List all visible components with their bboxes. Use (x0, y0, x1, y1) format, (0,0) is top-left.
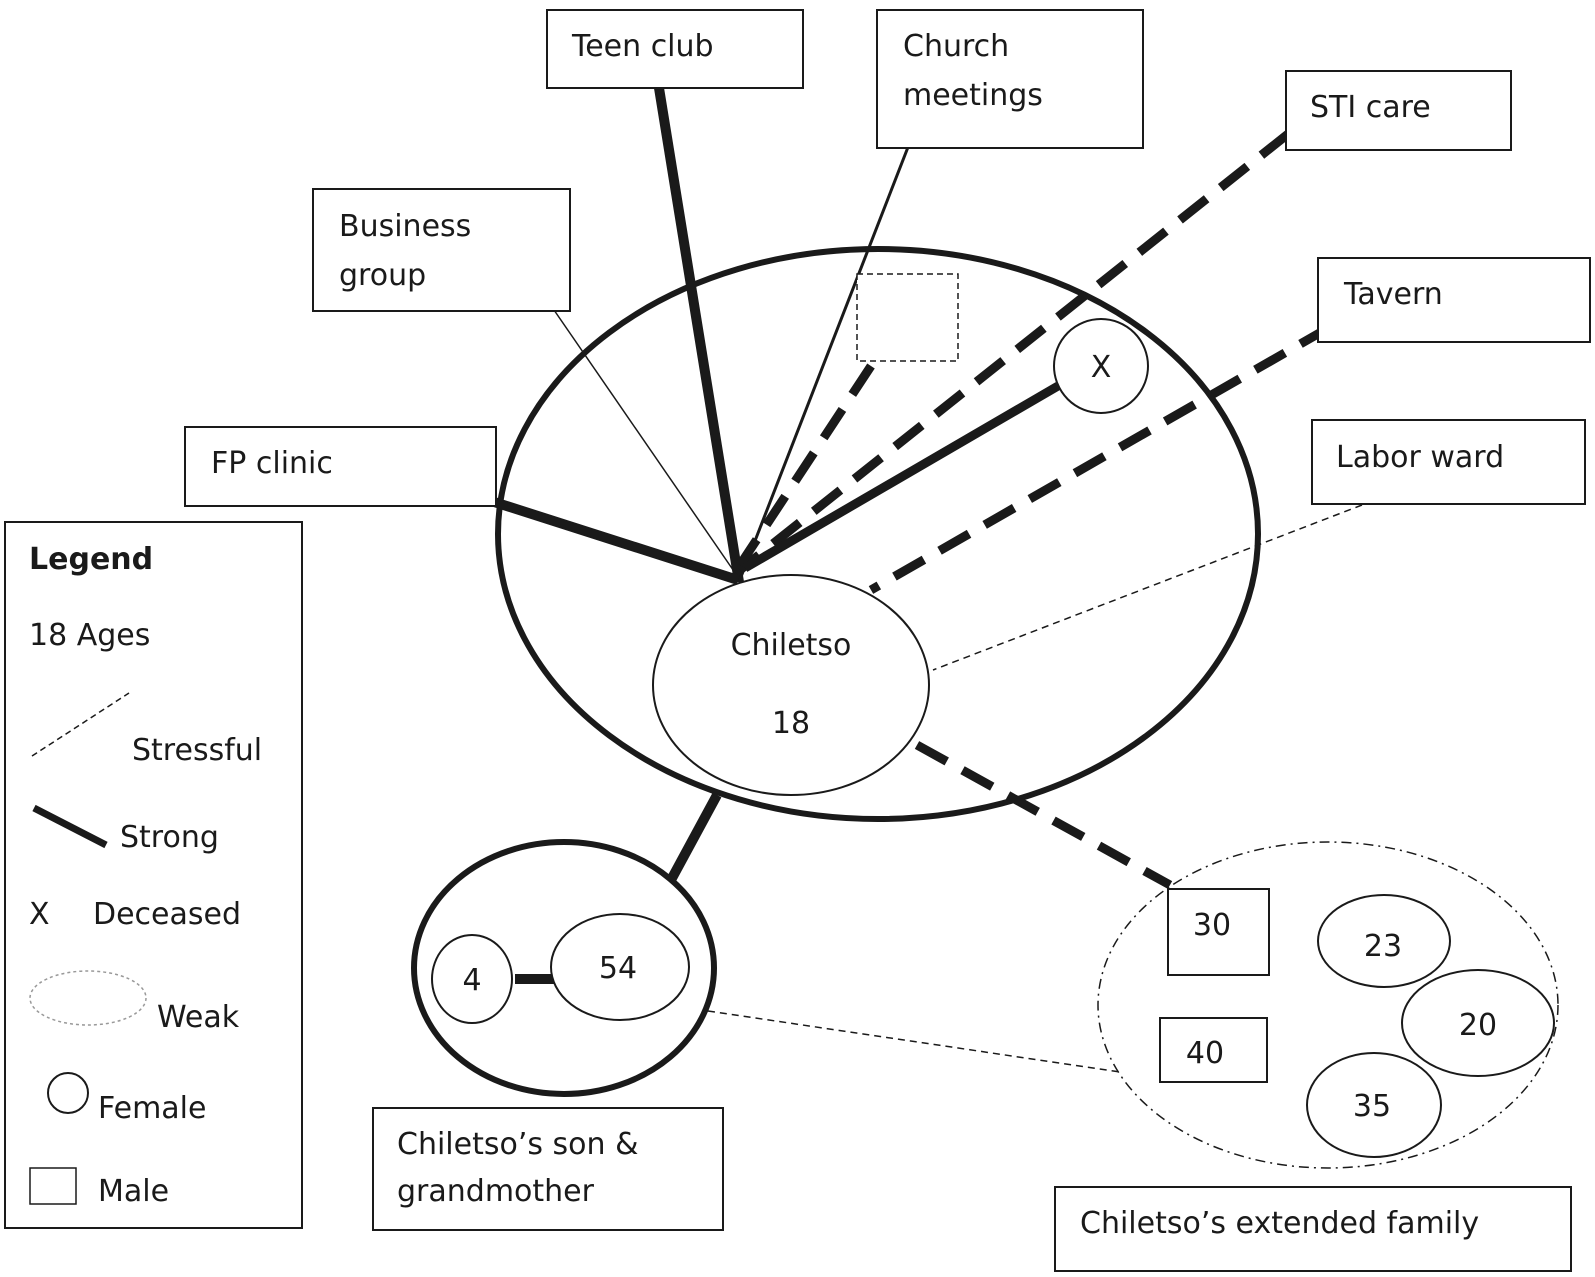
legend-weak-label: Weak (157, 1000, 240, 1035)
node-tavern: Tavern (1317, 257, 1591, 343)
extended-family-caption-text: Chiletso’s extended family (1080, 1206, 1479, 1241)
church-meetings-label-line2: meetings (903, 78, 1043, 113)
sti-care-label: STI care (1310, 90, 1431, 125)
weak-line-extended-family (914, 741, 1173, 889)
connection-lines (486, 87, 1363, 1073)
strong-line-teen-club (654, 87, 744, 583)
son-group-boundary (411, 839, 717, 1097)
strong-line-deceased (742, 382, 1061, 572)
legend-box (4, 521, 303, 1229)
extended-family-group: 30 40 23 20 35 (1097, 841, 1559, 1169)
teen-club-label: Teen club (571, 29, 714, 64)
focal-age: 18 (772, 706, 810, 741)
legend-ages: 18 Ages (29, 618, 150, 653)
node-fp-clinic: FP clinic (184, 426, 497, 507)
legend-title: Legend (29, 542, 153, 577)
legend-male-label: Male (98, 1174, 169, 1209)
male-30-square (1167, 888, 1270, 976)
tavern-box (1317, 257, 1591, 343)
business-group-label-line2: group (339, 258, 426, 293)
weak-line-male-sibling (736, 363, 875, 568)
focal-ellipse (652, 574, 930, 796)
stressful-line-son-extended (707, 1010, 1121, 1073)
male-40-age: 40 (1186, 1036, 1224, 1071)
female-35-circle (1306, 1052, 1442, 1158)
legend-deceased-symbol: X (29, 897, 50, 932)
legend-male-square (29, 1167, 77, 1205)
legend-stressful-label: Stressful (132, 733, 262, 768)
fp-clinic-label: FP clinic (211, 446, 333, 481)
strong-line-son-group (666, 792, 722, 883)
son-grandmother-group: 4 54 (411, 839, 717, 1097)
deceased-member: X (1053, 318, 1149, 414)
weak-line-sti-care (737, 130, 1291, 574)
node-teen-club: Teen club (546, 9, 804, 89)
labor-ward-label: Labor ward (1336, 440, 1504, 475)
legend-deceased-label: Deceased (93, 897, 241, 932)
female-35-age: 35 (1353, 1089, 1391, 1124)
female-20-age: 20 (1459, 1008, 1497, 1043)
son-group-caption-line2: grandmother (397, 1174, 595, 1209)
extended-family-caption: Chiletso’s extended family (1054, 1186, 1572, 1272)
son-circle (431, 934, 513, 1024)
node-labor-ward: Labor ward (1311, 419, 1586, 505)
extended-family-boundary (1097, 841, 1559, 1169)
legend-strong-sample (32, 804, 108, 849)
focal-name: Chiletso (731, 628, 852, 663)
legend-female-circle (47, 1072, 89, 1114)
extended-family-caption-box (1054, 1186, 1572, 1272)
church-meetings-label-line1: Church (903, 29, 1009, 64)
grandmother-age: 54 (599, 951, 637, 986)
teen-club-box (546, 9, 804, 89)
labor-ward-box (1311, 419, 1586, 505)
grandmother-circle (550, 913, 690, 1021)
business-group-label-line1: Business (339, 209, 471, 244)
male-sibling-square (856, 273, 959, 362)
node-church-meetings: Church meetings (876, 9, 1144, 149)
legend-strong-label: Strong (120, 820, 219, 855)
female-20-circle (1401, 969, 1555, 1077)
sti-care-box (1285, 70, 1512, 151)
node-sti-care: STI care (1285, 70, 1512, 151)
focal-person: Chiletso 18 (652, 574, 930, 796)
female-23-age: 23 (1364, 929, 1402, 964)
business-group-box (312, 188, 571, 312)
son-age: 4 (462, 963, 481, 998)
strong-line-fp-clinic (486, 495, 740, 585)
male-30-age: 30 (1193, 908, 1231, 943)
church-meetings-box (876, 9, 1144, 149)
female-23-circle (1317, 894, 1451, 988)
weak-line-tavern (868, 323, 1333, 594)
line-church-meetings (737, 141, 912, 583)
son-group-caption: Chiletso’s son & grandmother (372, 1107, 724, 1231)
stressful-line-labor-ward (932, 504, 1363, 671)
son-group-caption-box (372, 1107, 724, 1231)
legend-weak-sample (29, 970, 147, 1026)
legend: Legend 18 Ages Stressful Strong X Deceas… (4, 521, 303, 1229)
deceased-circle (1053, 318, 1149, 414)
fp-clinic-box (184, 426, 497, 507)
tavern-label: Tavern (1343, 277, 1443, 312)
son-group-caption-line1: Chiletso’s son & (397, 1127, 638, 1162)
legend-female-label: Female (98, 1091, 206, 1126)
male-40-square (1159, 1017, 1268, 1083)
deceased-mark: X (1091, 350, 1112, 385)
node-business-group: Business group (312, 188, 571, 312)
household-boundary (495, 246, 1261, 822)
